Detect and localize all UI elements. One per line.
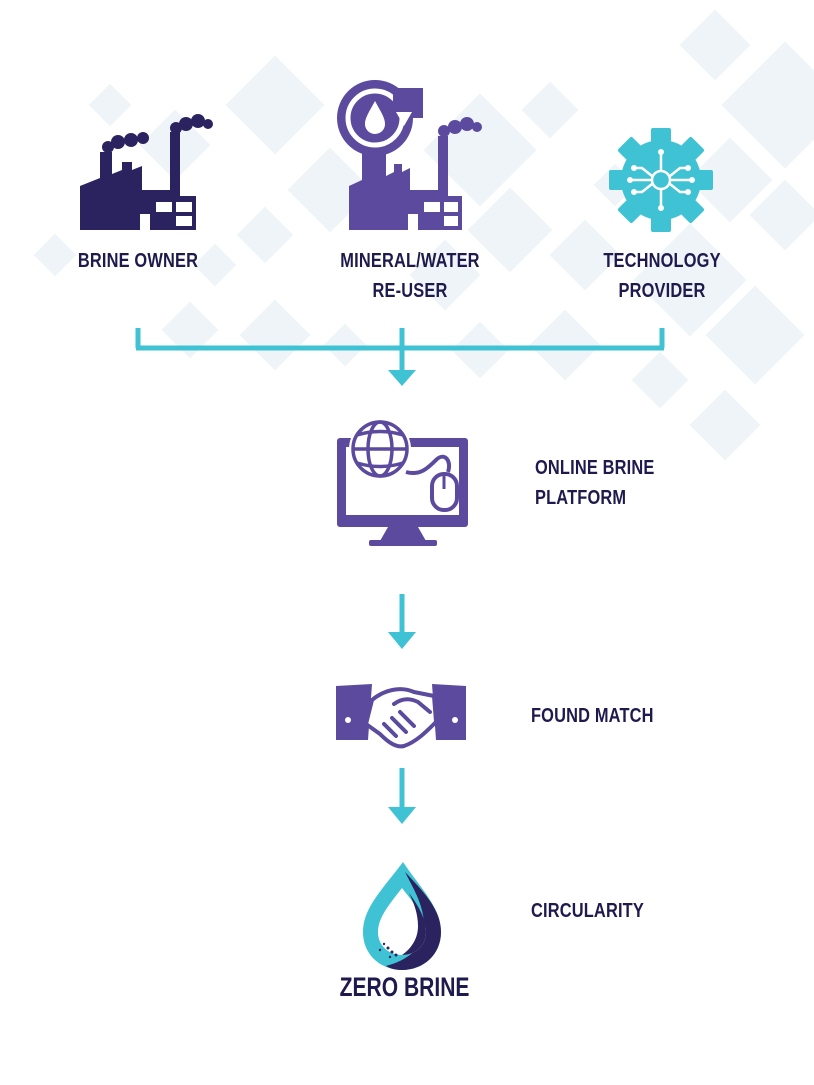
computer-globe-icon: [337, 418, 468, 546]
arrow-down-icon: [388, 370, 416, 386]
step-label-circularity: CIRCULARITY: [531, 900, 644, 922]
actor-label-technology-provider: TECHNOLOGY PROVIDER: [603, 250, 721, 302]
zero-brine-logo-text: ZERO BRINE: [339, 972, 470, 1002]
factory-icon: [80, 114, 213, 230]
background-pattern: [33, 9, 814, 461]
arrow-down-icon: [388, 632, 416, 649]
step-label-found-match: FOUND MATCH: [531, 705, 654, 727]
step-label-online-brine-platform: ONLINE BRINE PLATFORM: [535, 457, 655, 509]
handshake-icon: [336, 684, 466, 749]
connector-lines: [135, 328, 665, 372]
gear-circuit-icon: [609, 128, 713, 232]
factory-recycle-icon: [337, 80, 482, 230]
actor-label-mineral-water-reuser: MINERAL/WATER RE-USER: [340, 250, 480, 302]
actor-label-brine-owner: BRINE OWNER: [77, 250, 199, 272]
zero-brine-drop-icon: [363, 862, 441, 970]
arrow-down-icon: [388, 807, 416, 824]
